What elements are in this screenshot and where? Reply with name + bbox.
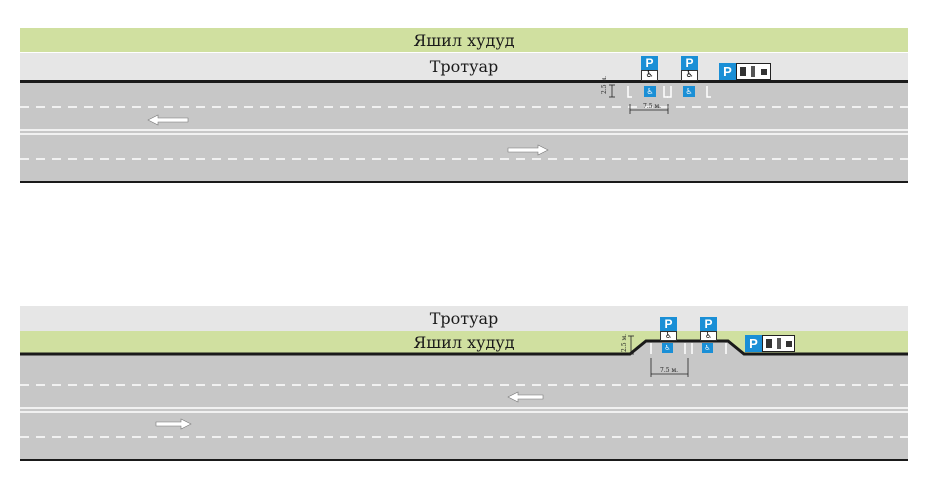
bottom-road-bottom-edge: [20, 459, 908, 461]
parking-icon: P: [719, 63, 736, 80]
bottom-arrow-left: [507, 391, 544, 403]
top-green-zone-label: Яшил худуд: [413, 30, 515, 50]
bottom-parking-pocket: [630, 341, 744, 355]
disabled-icon: ♿: [660, 331, 677, 341]
bottom-disabled-parking-sign-2: P ♿: [700, 317, 717, 341]
top-dim-length-label: 7.5 м.: [643, 103, 661, 110]
top-arrow-left: [147, 114, 189, 126]
top-bay-disabled-marking-1: ♿: [644, 86, 656, 97]
parking-icon: P: [700, 317, 717, 331]
top-roadway: [20, 83, 908, 181]
top-bay-disabled-marking-2: ♿: [683, 86, 695, 97]
top-disabled-parking-sign-2: P ♿: [681, 56, 698, 81]
top-curb-line: [20, 80, 908, 83]
bottom-arrow-right: [155, 418, 192, 430]
bottom-dim-length-label: 7.5 м.: [660, 367, 678, 374]
info-plate-icon: [762, 335, 795, 352]
top-disabled-parking-sign-1: P ♿: [641, 56, 658, 81]
bottom-dim-width-label: 2.5 м.: [621, 334, 628, 352]
top-sidewalk-label: Тротуар: [429, 57, 499, 76]
disabled-icon: ♿: [641, 70, 658, 81]
parking-icon: P: [745, 335, 762, 352]
top-parking-bays: [627, 86, 711, 98]
parking-icon: P: [641, 56, 658, 70]
bottom-bay-disabled-marking-2: ♿: [702, 343, 713, 353]
disabled-icon: ♿: [681, 70, 698, 81]
top-arrow-right: [507, 144, 549, 156]
bottom-disabled-parking-sign-1: P ♿: [660, 317, 677, 341]
bottom-green-zone-label: Яшил худуд: [413, 332, 515, 352]
top-green-zone: Яшил худуд: [20, 28, 908, 52]
bottom-roadway: [20, 355, 908, 459]
parking-icon: P: [681, 56, 698, 70]
top-dim-width-label: 2.5 м.: [601, 76, 608, 94]
top-road-bottom-edge: [20, 181, 908, 183]
bottom-bay-disabled-marking-1: ♿: [662, 343, 673, 353]
bottom-parking-bays: [650, 343, 727, 354]
bottom-curb-line: [20, 339, 908, 356]
bottom-sidewalk-label: Тротуар: [429, 309, 499, 328]
info-plate-icon: [736, 63, 771, 80]
top-parking-info-sign: P: [719, 63, 771, 80]
parking-icon: P: [660, 317, 677, 331]
disabled-icon: ♿: [700, 331, 717, 341]
bottom-sidewalk: Тротуар: [20, 306, 908, 331]
bottom-parking-info-sign: P: [745, 335, 795, 352]
